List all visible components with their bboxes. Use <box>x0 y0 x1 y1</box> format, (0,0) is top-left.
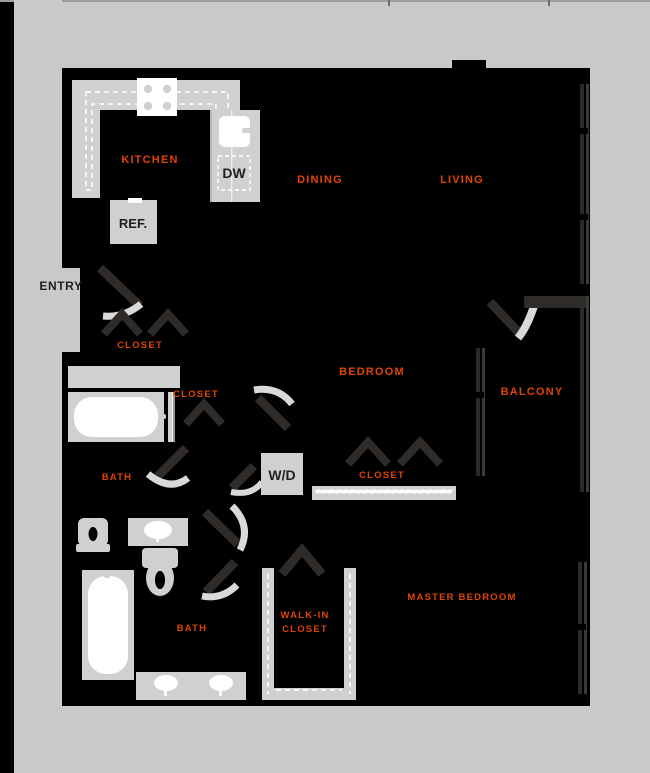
top-wall-bump <box>452 60 486 70</box>
room-label-closet-hall: CLOSET <box>173 389 219 400</box>
appliance-labels: DW REF. W/D <box>119 165 296 483</box>
sink-icon <box>219 116 250 147</box>
entry-alcove <box>14 0 80 773</box>
bedroom-closet <box>312 436 456 500</box>
room-label-bath-hall: BATH <box>102 472 132 483</box>
room-label-walkin-line2: CLOSET <box>282 624 328 635</box>
walk-in-closet <box>262 542 356 700</box>
range-icon <box>137 78 177 116</box>
entry-closet-doors <box>101 308 189 337</box>
room-labels: KITCHEN DINING LIVING BEDROOM BALCONY CL… <box>102 154 564 635</box>
washer-dryer-icon <box>261 453 303 495</box>
vanity-icon-hall <box>128 518 188 546</box>
window-right-living <box>578 84 589 284</box>
room-label-bath-master: BATH <box>177 623 207 634</box>
room-label-balcony: BALCONY <box>501 386 564 398</box>
room-label-bedroom: BEDROOM <box>339 366 405 378</box>
room-label-master-bedroom: MASTER BEDROOM <box>407 592 516 603</box>
window-right-master <box>576 562 587 694</box>
room-label-dining: DINING <box>297 174 343 186</box>
double-vanity-icon <box>136 672 246 700</box>
balcony-door <box>474 296 586 476</box>
dishwasher-outline <box>217 155 251 191</box>
refrigerator-icon <box>110 200 157 244</box>
master-bath <box>82 548 246 700</box>
toilet-icon-master <box>142 548 178 596</box>
window-right-balcony <box>580 296 589 492</box>
room-label-living: LIVING <box>440 174 484 186</box>
kitchen-area <box>72 78 260 244</box>
dishwasher-label: DW <box>222 165 246 181</box>
hall-doors <box>183 385 303 601</box>
hall-bath <box>68 366 191 552</box>
room-label-closet-bedroom: CLOSET <box>359 470 405 481</box>
entry-label: ENTRY <box>39 279 82 293</box>
room-label-closet-entry: CLOSET <box>117 340 163 351</box>
room-label-walkin-line1: WALK-IN <box>280 610 329 621</box>
washer-dryer-label: W/D <box>268 467 295 483</box>
room-label-kitchen: KITCHEN <box>121 154 178 166</box>
refrigerator-label: REF. <box>119 216 147 231</box>
toilet-icon-hall <box>76 518 110 552</box>
